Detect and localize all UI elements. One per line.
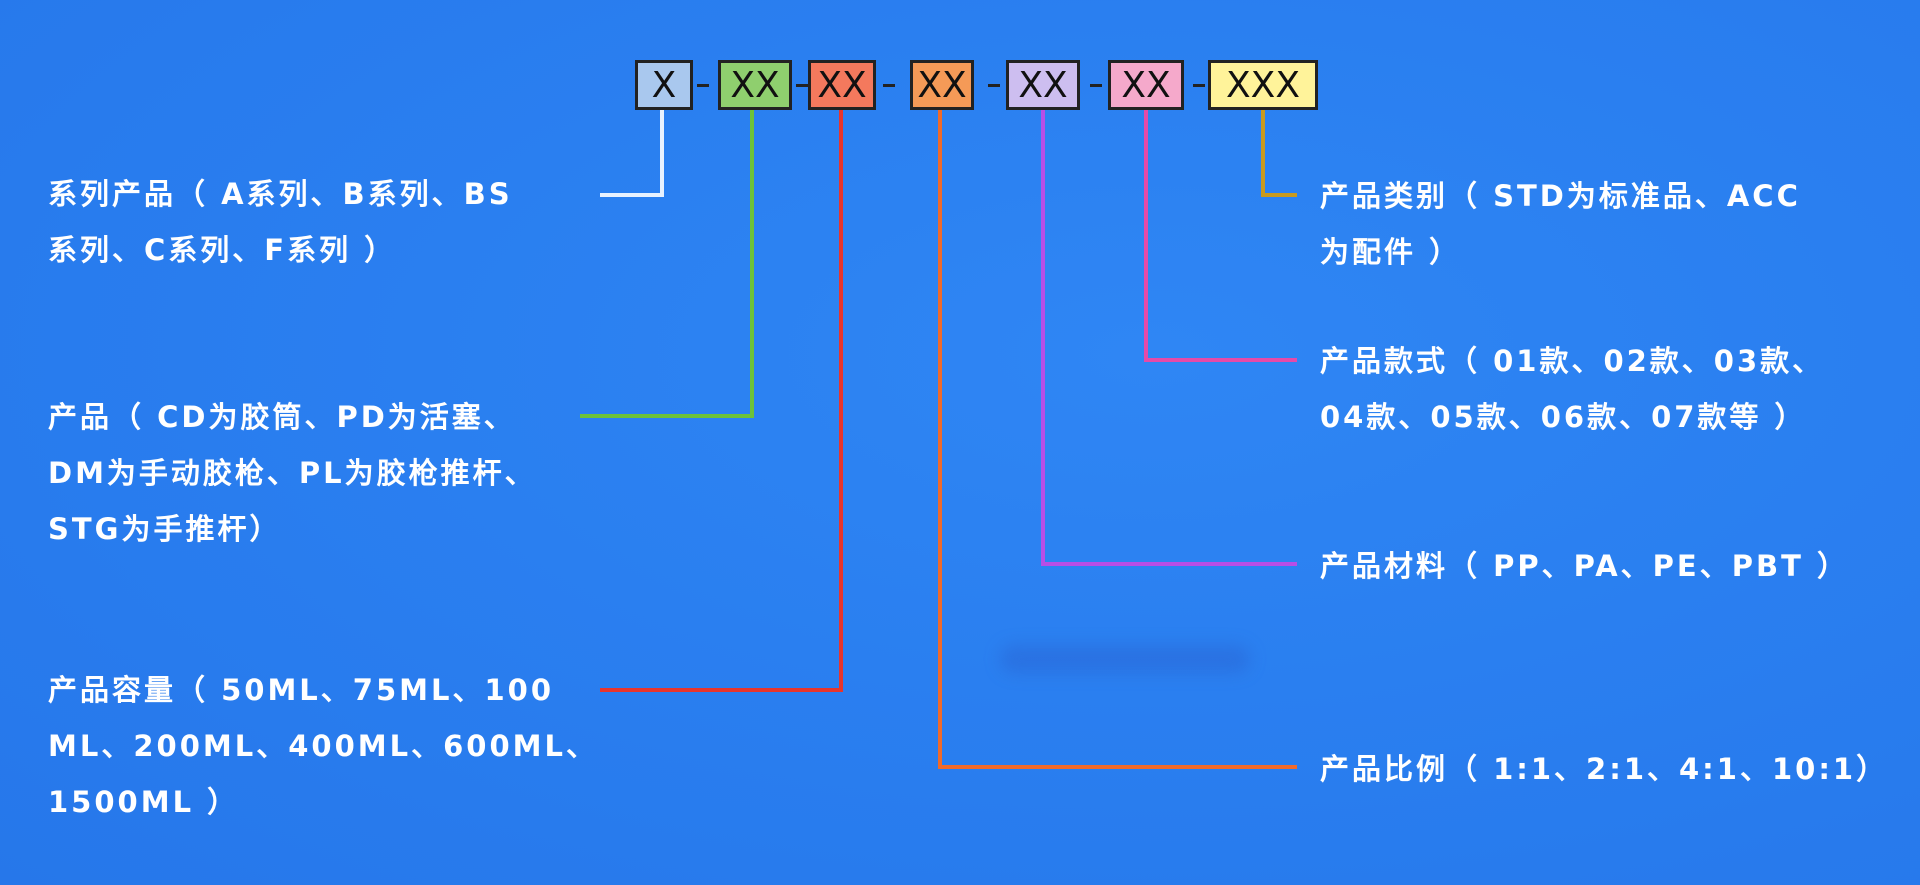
separator-dash (697, 84, 709, 87)
separator-dash (796, 84, 808, 87)
series-description: 系列产品（ A系列、B系列、BS 系列、C系列、F系列 ） (48, 177, 513, 267)
style-connector (1144, 110, 1297, 362)
capacity-connector (600, 110, 843, 692)
code-box-text: XX (1121, 64, 1171, 106)
capacity-description: 产品容量（ 50ML、75ML、100 ML、200ML、400ML、600ML… (48, 673, 598, 819)
separator-dash (1090, 84, 1102, 87)
code-box-text: XX (730, 64, 780, 106)
style-description: 产品款式（ 01款、02款、03款、 04款、05款、06款、07款等 ） (1320, 344, 1825, 434)
material-connector (1041, 110, 1297, 566)
product-description: 产品（ CD为胶筒、PD为活塞、 DM为手动胶枪、PL为胶枪推杆、 STG为手推… (48, 400, 537, 546)
code-box-product: XX (718, 60, 792, 110)
code-box-style: XX (1108, 60, 1184, 110)
code-box-category: XXX (1208, 60, 1318, 110)
separator-dash (1193, 84, 1205, 87)
category-connector (1261, 110, 1297, 197)
shadow-decoration (1000, 645, 1250, 673)
code-box-text: XX (917, 64, 967, 106)
ratio-description: 产品比例（ 1:1、2:1、4:1、10:1） (1320, 752, 1889, 786)
ratio-connector (938, 110, 1297, 769)
code-box-material: XX (1006, 60, 1080, 110)
series-connector (600, 110, 664, 197)
code-box-text: XXX (1226, 64, 1300, 106)
code-box-text: X (651, 64, 677, 106)
code-box-series: X (635, 60, 693, 110)
separator-dash (988, 84, 1000, 87)
separator-dash (883, 84, 895, 87)
product-connector (580, 110, 754, 418)
code-box-ratio: XX (910, 60, 974, 110)
category-description: 产品类别（ STD为标准品、ACC 为配件 ） (1320, 179, 1801, 269)
code-box-text: XX (817, 64, 867, 106)
code-box-capacity: XX (808, 60, 876, 110)
material-description: 产品材料（ PP、PA、PE、PBT ） (1320, 549, 1849, 583)
code-box-text: XX (1018, 64, 1068, 106)
